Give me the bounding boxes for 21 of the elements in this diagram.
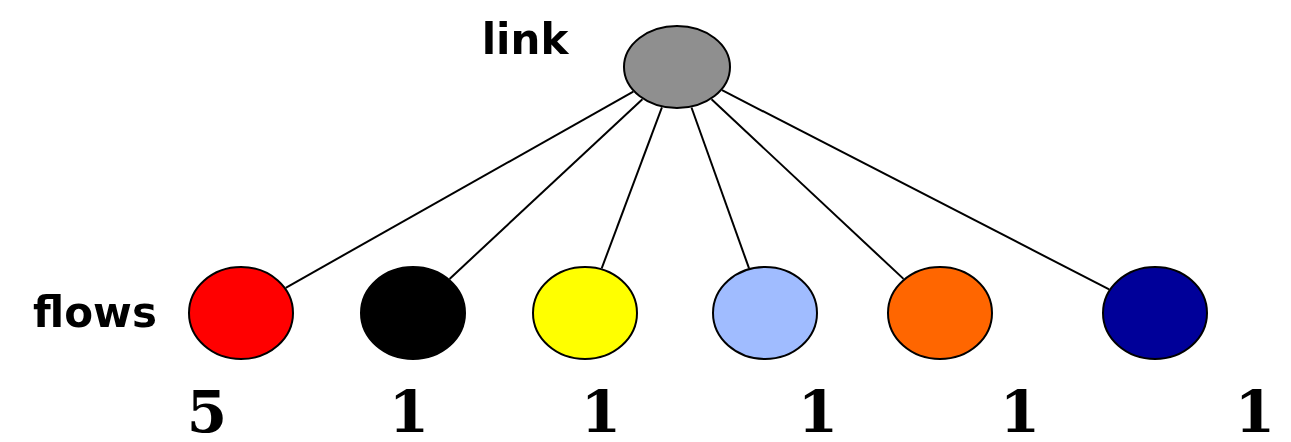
node-label: link [481,19,569,61]
connector-line [690,106,750,270]
connector-line [600,106,663,270]
circle-node [712,266,818,360]
connector-line [448,98,644,280]
circle-node [887,266,993,360]
connector-line [710,98,905,280]
weight-number: 1 [388,383,430,441]
weight-number: 1 [797,383,839,441]
circle-node [1102,266,1208,360]
connector-line [721,89,1111,291]
connector-line [284,90,635,289]
circle-node [360,266,466,360]
circle-node [623,25,731,109]
weight-number: 1 [999,383,1041,441]
row-label: flows [33,292,157,334]
circle-node [532,266,638,360]
weight-number: 1 [1234,383,1276,441]
weight-number: 1 [580,383,622,441]
circle-node [188,266,294,360]
weight-number: 5 [186,383,228,441]
